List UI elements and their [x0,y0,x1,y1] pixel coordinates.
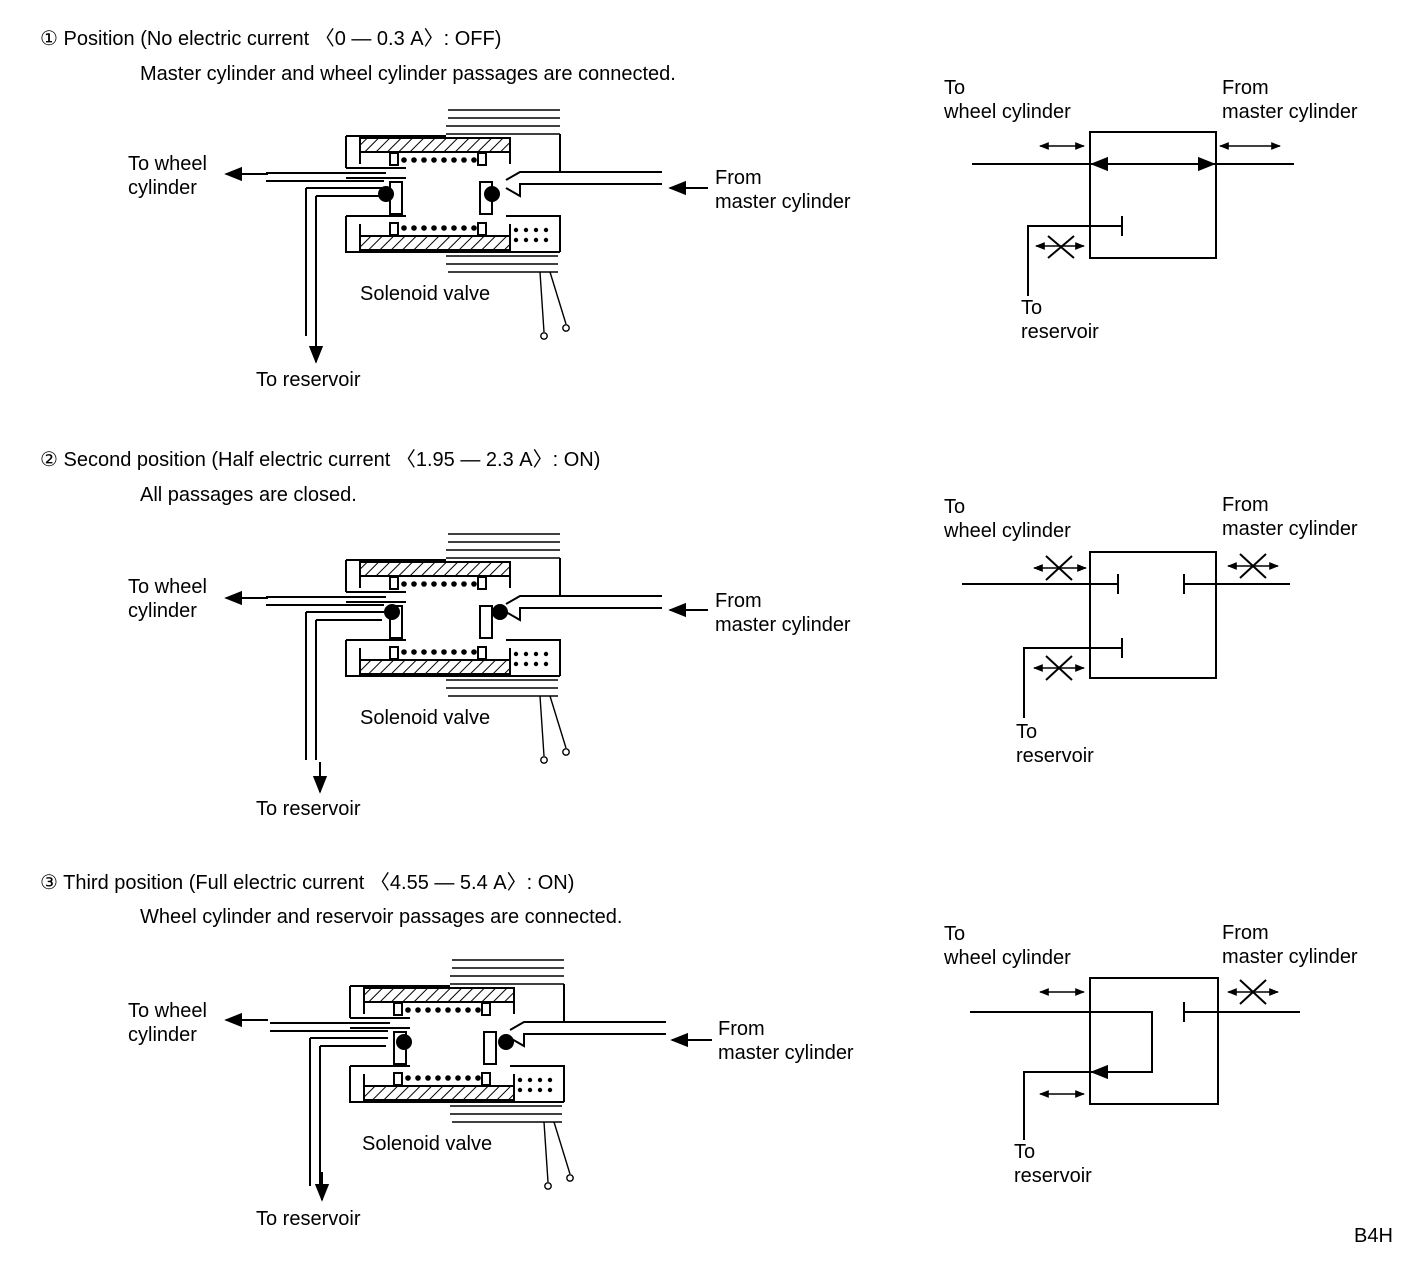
schematic-3 [970,977,1300,1140]
valve-3-cross-section [269,959,667,1191]
valve2-to-wheel-label-line1: To wheel [128,576,207,598]
valve3-to-wheel-label-line1: To wheel [128,1000,207,1022]
valve1-to-wheel-label-line1: To wheel [128,153,207,175]
schem3-to-wheel-line2: wheel cylinder [944,947,1071,969]
valve3-from-master-label-line2: master cylinder [718,1042,854,1064]
schem1-to-reservoir-line2: reservoir [1021,321,1099,343]
valve2-from-master-label-line2: master cylinder [715,614,851,636]
valve-2-cross-section [265,533,663,765]
schem3-to-reservoir-line2: reservoir [1014,1165,1092,1187]
valve-1-cross-section [265,109,663,341]
schem2-to-reservoir-line1: To [1016,721,1038,743]
valve1-solenoid-label: Solenoid valve [360,283,491,305]
figure-code: B4H [1354,1225,1393,1247]
valve2-solenoid-label: Solenoid valve [360,707,491,729]
valve1-to-wheel-label-line2: cylinder [128,177,197,199]
valve2-from-master-label-line1: From [715,590,762,612]
schematic-1 [972,131,1294,296]
valve3-solenoid-label: Solenoid valve [362,1133,493,1155]
schem3-to-reservoir-line1: To [1014,1141,1036,1163]
valve1-to-reservoir-label: To reservoir [256,369,361,391]
valve3-to-reservoir-label: To reservoir [256,1208,361,1230]
schem2-to-reservoir-line2: reservoir [1016,745,1094,767]
schem1-to-wheel-line2: wheel cylinder [944,101,1071,123]
description-position-1: Master cylinder and wheel cylinder passa… [140,63,676,85]
schem1-to-wheel-line1: To [944,77,966,99]
valve2-to-wheel-label-line2: cylinder [128,600,197,622]
schem2-from-master-line2: master cylinder [1222,518,1358,540]
description-position-2: All passages are closed. [140,484,357,506]
valve2-to-reservoir-label: To reservoir [256,798,361,820]
schem1-to-reservoir-line1: To [1021,297,1043,319]
description-position-3: Wheel cylinder and reservoir passages ar… [140,906,623,928]
schem2-from-master-line1: From [1222,494,1269,516]
valve1-from-master-label-line2: master cylinder [715,191,851,213]
schem3-from-master-line1: From [1222,922,1269,944]
schem2-to-wheel-line1: To [944,496,966,518]
schem3-from-master-line2: master cylinder [1222,946,1358,968]
heading-position-3: ③ Third position (Full electric current … [40,872,575,894]
schem3-to-wheel-line1: To [944,923,966,945]
schem1-from-master-line1: From [1222,77,1269,99]
valve3-to-wheel-label-line2: cylinder [128,1024,197,1046]
valve3-from-master-label-line1: From [718,1018,765,1040]
schematic-2 [962,551,1290,718]
heading-position-2: ② Second position (Half electric current… [40,449,601,471]
schem2-to-wheel-line2: wheel cylinder [944,520,1071,542]
schem1-from-master-line2: master cylinder [1222,101,1358,123]
heading-position-1: ① Position (No electric current 〈0 — 0.3… [40,28,502,50]
valve1-from-master-label-line1: From [715,167,762,189]
